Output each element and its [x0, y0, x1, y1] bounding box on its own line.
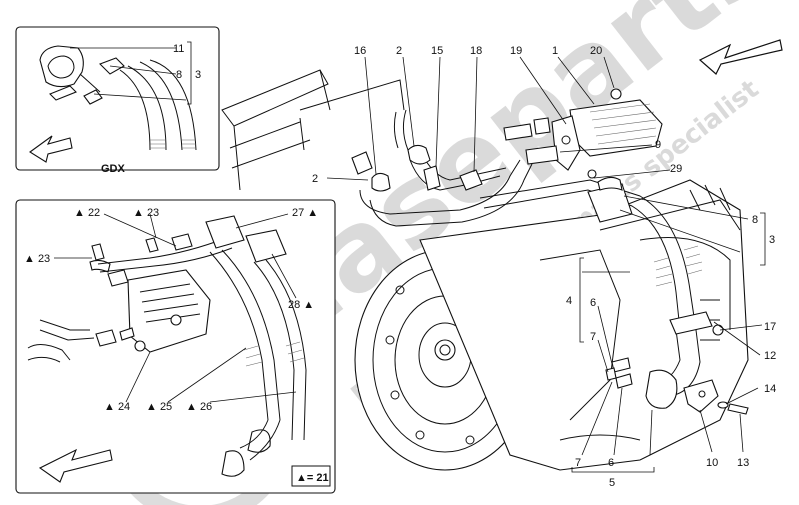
label-22: ▲ 22: [74, 207, 100, 219]
legend-triangle-21: ▲= 21: [296, 472, 329, 484]
inset-gdx-arrow-icon: [29, 135, 73, 163]
arrow-direction-icon: [698, 39, 783, 75]
label-25: ▲ 25: [146, 401, 172, 413]
label-27: 27 ▲: [292, 207, 318, 219]
label-23b: ▲ 23: [24, 253, 50, 265]
main-labels: 16 2 15 18 19 1 20 9 2 29 8 3 4 6 7 17 1…: [312, 45, 776, 489]
label-15: 15: [431, 45, 443, 57]
label-2a: 2: [396, 45, 402, 57]
label-28: 28 ▲: [288, 299, 314, 311]
label-8-main: 8: [752, 214, 758, 226]
inset-gdx: 11 8 3 GDX: [15, 26, 220, 175]
label-11: 11: [173, 43, 184, 55]
inset-gdx-caption: GDX: [101, 163, 126, 175]
inset-lines-arrow-icon: [38, 448, 113, 483]
label-3: 3: [195, 69, 201, 81]
label-26: ▲ 26: [186, 401, 212, 413]
label-12: 12: [764, 350, 776, 362]
label-18: 18: [470, 45, 482, 57]
label-7a: 7: [590, 331, 596, 343]
label-6b: 6: [608, 457, 614, 469]
label-16: 16: [354, 45, 366, 57]
label-4: 4: [566, 295, 572, 307]
label-10: 10: [706, 457, 718, 469]
label-13: 13: [737, 457, 749, 469]
label-2b: 2: [312, 173, 318, 185]
label-5: 5: [609, 477, 615, 489]
inset-lines: ▲ 22 ▲ 23 ▲ 23 27 ▲ 28 ▲ ▲ 24 ▲ 25 ▲ 26 …: [15, 199, 336, 494]
label-9: 9: [655, 139, 661, 151]
label-6a: 6: [590, 297, 596, 309]
label-23a: ▲ 23: [133, 207, 159, 219]
label-8: 8: [176, 69, 182, 81]
label-3-main: 3: [769, 234, 775, 246]
main-leader-lines: [326, 56, 766, 473]
label-24: ▲ 24: [104, 401, 130, 413]
label-29: 29: [670, 163, 682, 175]
label-19: 19: [510, 45, 522, 57]
inset-lines-drawing: [27, 215, 307, 477]
label-17: 17: [764, 321, 776, 333]
label-14: 14: [764, 383, 776, 395]
label-7b: 7: [575, 457, 581, 469]
label-1: 1: [552, 45, 558, 57]
main-assembly-drawing: [221, 69, 749, 471]
label-20: 20: [590, 45, 602, 57]
